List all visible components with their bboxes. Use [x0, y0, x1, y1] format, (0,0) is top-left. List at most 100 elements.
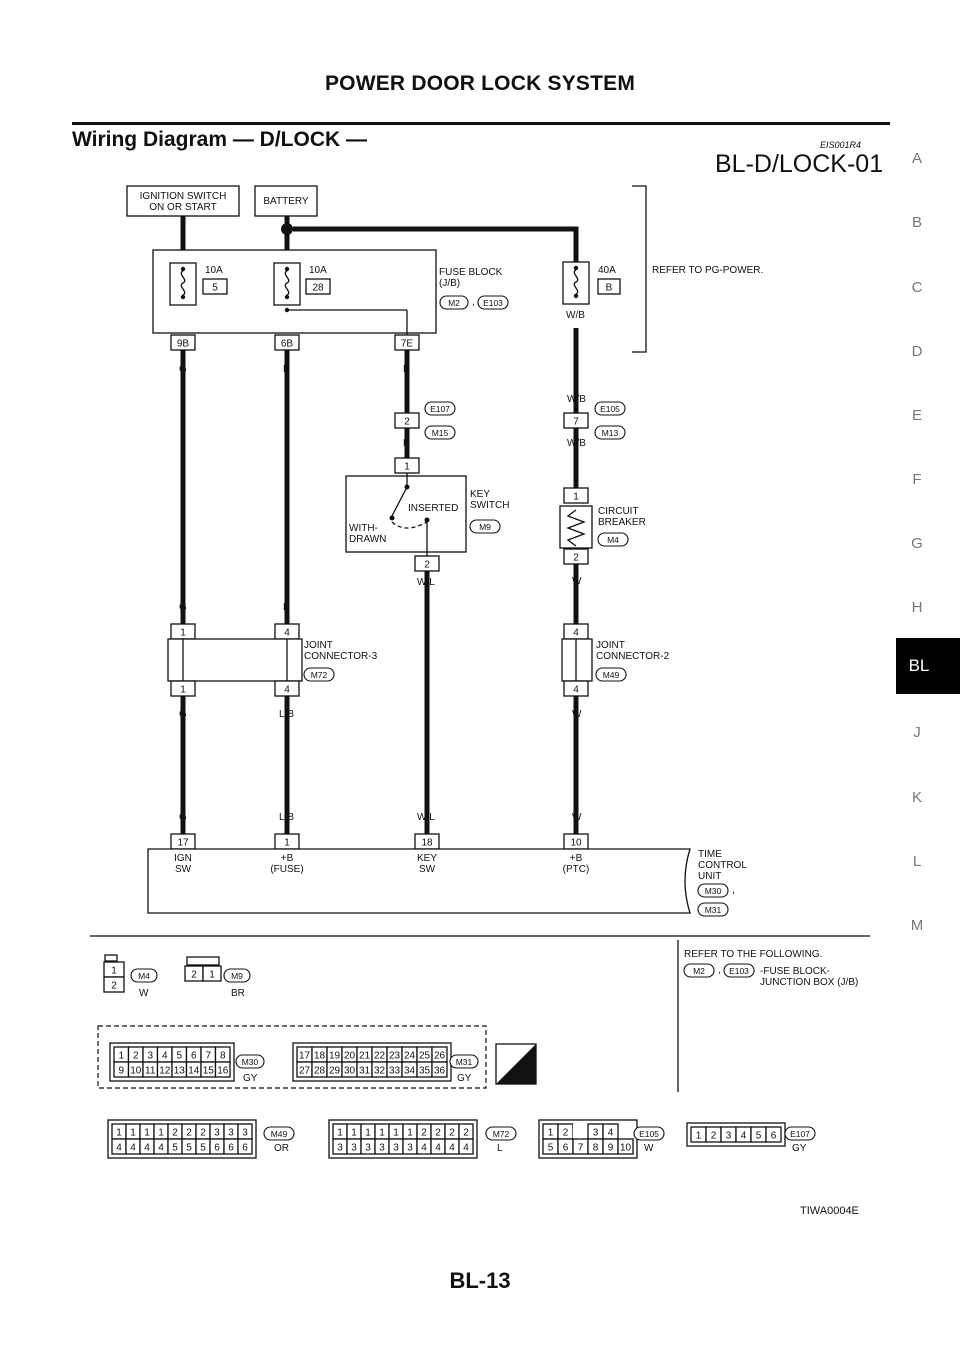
m72-pin-0-0-label: 1: [337, 1128, 343, 1139]
fuse-5-number: [202, 278, 228, 295]
fuse-40a-b-bottom-dot: [573, 293, 579, 299]
m49-pin-0-2-label: 1: [144, 1128, 150, 1139]
inline-e107-top: [424, 401, 456, 416]
e107-pin-0-5: [765, 1126, 782, 1143]
side-index-a[interactable]: A: [911, 150, 922, 167]
fuse-block-connector-e103-label: E103: [483, 298, 503, 308]
m72-pin-1-2-label: 3: [365, 1143, 371, 1154]
m30-pin-0-1-label: 2: [133, 1051, 139, 1062]
ref-connector-m2: [683, 963, 715, 978]
key-switch-connector-label: M9: [479, 522, 491, 532]
side-index-g[interactable]: G: [911, 535, 923, 552]
side-index-j[interactable]: J: [913, 724, 921, 741]
m31-pin-0-5-label: 22: [374, 1051, 386, 1062]
fuse-block-label: FUSE BLOCK(J/B): [439, 267, 503, 289]
side-index-d[interactable]: D: [911, 343, 923, 360]
key-switch-arm: [391, 486, 408, 517]
refer-pg-power: REFER TO PG-POWER.: [652, 265, 763, 276]
jc3-pin-4-bottom-label: 4: [284, 685, 290, 696]
m72-pin-1-7-label: 4: [435, 1143, 441, 1154]
m4-pin-2: [103, 976, 125, 993]
e107-pin-0-1-label: 2: [711, 1131, 717, 1142]
wire-color-lb-2: L/B: [279, 812, 294, 823]
m9-color: BR: [231, 988, 245, 999]
wire-color-g-2: G: [179, 602, 187, 613]
m9-pin-1-label: 1: [209, 970, 215, 981]
m49-pin-0-5-label: 2: [186, 1128, 192, 1139]
side-tab-label: BL: [908, 656, 930, 675]
m49-pin-1-1-label: 4: [130, 1143, 136, 1154]
m30-pin-0-7-label: 8: [220, 1051, 226, 1062]
fuse-10a-28-element: [284, 270, 290, 296]
m49-connector-label: M49: [271, 1129, 288, 1139]
fuse-10a-28-bottom-dot: [284, 294, 290, 300]
ref-connector-e103-label: E103: [729, 966, 749, 976]
inline-e105-top-label: E105: [600, 404, 620, 414]
m30-pin-0-4-label: 5: [176, 1051, 182, 1062]
ignition-switch-box: [126, 185, 240, 217]
e105-pin-1-1-label: 6: [563, 1143, 569, 1154]
e107-pin-0-4-label: 5: [756, 1131, 762, 1142]
m31-pin-0-7-label: 24: [404, 1051, 416, 1062]
m31-pin-0-4-label: 21: [359, 1051, 371, 1062]
m72-pin-1-6-label: 4: [421, 1143, 427, 1154]
hs-badge-fill: [496, 1044, 536, 1084]
fuse-28-amp: 10A: [309, 265, 327, 276]
m31-pin-1-0-label: 27: [299, 1066, 311, 1077]
m31-pin-1-3-label: 30: [344, 1066, 356, 1077]
fuse-b-amp: 40A: [598, 265, 616, 276]
side-index-k[interactable]: K: [911, 789, 922, 806]
jc3-pin-1-top-label: 1: [180, 628, 186, 639]
e105-blank: [573, 1124, 588, 1139]
e107-pin-0-2-label: 3: [726, 1131, 732, 1142]
side-index-l[interactable]: L: [912, 853, 922, 870]
tcu-connector-m30-label: M30: [705, 886, 722, 896]
m31-pin-1-5-label: 32: [374, 1066, 386, 1077]
side-index-m[interactable]: M: [910, 917, 924, 934]
fuse-40a-b-top-dot: [573, 265, 579, 271]
jc3-pin-4-top-label: 4: [284, 628, 290, 639]
m72-pin-1-0-label: 3: [337, 1143, 343, 1154]
wire-color-wb-2: W/B: [567, 394, 586, 405]
breaker-pin-2-label: 2: [573, 553, 579, 564]
tcu-terminal-10-name: +B(PTC): [563, 853, 590, 875]
side-index-f[interactable]: F: [912, 471, 922, 488]
m31-pin-0-8-label: 25: [419, 1051, 431, 1062]
m30-pin-0-0-label: 1: [118, 1051, 124, 1062]
m30-pin-1-1-label: 10: [130, 1066, 142, 1077]
m72-connector: [485, 1126, 517, 1141]
section-code: EIS001R4: [820, 140, 862, 150]
m30-connector: [235, 1054, 265, 1069]
side-index-c[interactable]: C: [911, 279, 923, 296]
side-index-h[interactable]: H: [911, 599, 923, 616]
e107-pin-0-0-label: 1: [696, 1131, 702, 1142]
battery-splice: [281, 223, 293, 235]
key-switch-inserted: INSERTED: [408, 503, 458, 514]
key-switch-dashed: [391, 521, 428, 529]
fuse-10a-5-top-dot: [180, 266, 186, 272]
footer-code: TIWA0004E: [800, 1205, 859, 1217]
refer-following: REFER TO THE FOLLOWING.: [684, 949, 822, 960]
m49-pin-1-9: [237, 1138, 253, 1155]
e107-connector: [784, 1126, 816, 1141]
m49-color: OR: [274, 1143, 289, 1154]
fuse-5-amp: 10A: [205, 265, 223, 276]
e105-pin-1-3-label: 8: [593, 1143, 599, 1154]
m72-pin-0-7-label: 2: [435, 1128, 441, 1139]
terminal-7e-label: 7E: [401, 339, 414, 350]
side-index-b[interactable]: B: [911, 214, 922, 231]
m31-pin-1-8-label: 35: [419, 1066, 431, 1077]
e107-pin-0-3-label: 4: [741, 1131, 747, 1142]
m9-connector-label: M9: [231, 971, 243, 981]
m31-pin-1-4-label: 31: [359, 1066, 371, 1077]
m31-pin-1-2-label: 29: [329, 1066, 341, 1077]
m72-pin-1-9: [458, 1138, 474, 1155]
m49-pin-0-0-label: 1: [116, 1128, 122, 1139]
m49-pin-0-3-label: 1: [158, 1128, 164, 1139]
side-tab-active[interactable]: BL: [896, 638, 960, 694]
side-index-e[interactable]: E: [911, 407, 922, 424]
breaker-connector: [597, 532, 629, 547]
m4-connector: [130, 968, 158, 983]
jc3-connector-label: M72: [311, 670, 328, 680]
